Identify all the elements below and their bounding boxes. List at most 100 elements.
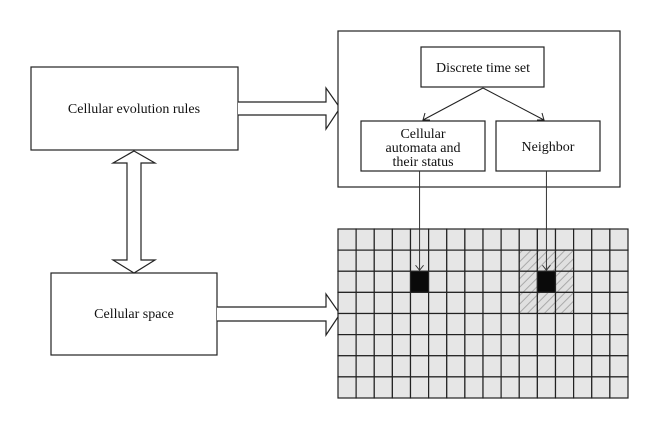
grid-cell bbox=[391, 228, 412, 251]
grid-cell bbox=[373, 270, 393, 293]
cellular-grid bbox=[337, 228, 629, 399]
grid-cell bbox=[609, 355, 629, 378]
grid-cell bbox=[573, 355, 593, 378]
grid-cell bbox=[536, 334, 557, 357]
grid-cell bbox=[446, 249, 466, 272]
automata-box: Cellular automata and their status bbox=[360, 120, 486, 172]
grid-cell bbox=[554, 312, 575, 336]
grid-cell bbox=[591, 355, 611, 378]
grid-cell bbox=[500, 334, 520, 357]
grid-cell bbox=[446, 291, 466, 315]
grid-cell bbox=[355, 270, 375, 293]
grid-cell bbox=[446, 334, 466, 357]
grid-cell bbox=[500, 312, 520, 336]
grid-cell bbox=[464, 312, 484, 336]
grid-cell bbox=[391, 355, 412, 378]
grid-cell bbox=[609, 312, 629, 336]
grid-cell bbox=[355, 228, 375, 251]
grid-cell bbox=[591, 291, 611, 315]
grid-cell bbox=[573, 334, 593, 357]
grid-cell bbox=[337, 355, 357, 378]
grid-cell bbox=[573, 228, 593, 251]
grid-cell bbox=[554, 355, 575, 378]
grid-cell bbox=[409, 312, 430, 336]
grid-cell bbox=[428, 270, 448, 293]
time-label: Discrete time set bbox=[436, 61, 530, 76]
rules-to-time-arrow bbox=[238, 86, 341, 131]
grid-cell bbox=[373, 249, 393, 272]
grid-cell bbox=[355, 355, 375, 378]
grid-cell bbox=[337, 376, 357, 399]
grid-cell bbox=[554, 376, 575, 399]
grid-cell bbox=[536, 355, 557, 378]
grid-cell bbox=[337, 270, 357, 293]
rules-label: Cellular evolution rules bbox=[68, 102, 200, 117]
grid-cell bbox=[355, 249, 375, 272]
grid-cell bbox=[573, 312, 593, 336]
grid-cell bbox=[591, 228, 611, 251]
grid-cell bbox=[409, 291, 430, 315]
grid-cell bbox=[428, 291, 448, 315]
grid-cell bbox=[482, 376, 502, 399]
neighbor-cell bbox=[554, 270, 575, 293]
pointer-arrowhead bbox=[415, 264, 424, 272]
grid-cell bbox=[446, 270, 466, 293]
grid-cell bbox=[573, 270, 593, 293]
grid-cell bbox=[518, 376, 538, 399]
grid-cell bbox=[464, 355, 484, 378]
grid-cell bbox=[482, 312, 502, 336]
grid-cell bbox=[337, 334, 357, 357]
grid-cell bbox=[609, 376, 629, 399]
grid-cell bbox=[609, 249, 629, 272]
grid-cell bbox=[518, 312, 538, 336]
neighbor-cell bbox=[518, 270, 538, 293]
grid-cell bbox=[609, 270, 629, 293]
grid-cell bbox=[355, 376, 375, 399]
grid-cell bbox=[573, 249, 593, 272]
grid-cell bbox=[591, 334, 611, 357]
grid-cell bbox=[482, 355, 502, 378]
bidirectional-arrow bbox=[110, 150, 158, 274]
neighbor-cell bbox=[518, 249, 538, 272]
grid-cell bbox=[409, 355, 430, 378]
grid-cell bbox=[373, 355, 393, 378]
grid-cell bbox=[554, 228, 575, 251]
grid-cell bbox=[464, 228, 484, 251]
grid-cell bbox=[609, 228, 629, 251]
space-label: Cellular space bbox=[94, 307, 174, 322]
grid-cell bbox=[500, 291, 520, 315]
time-box: Discrete time set bbox=[420, 46, 545, 88]
grid-cell bbox=[428, 334, 448, 357]
grid-cell bbox=[500, 376, 520, 399]
grid-cell bbox=[500, 249, 520, 272]
neighbor-cell bbox=[554, 291, 575, 315]
grid-cell bbox=[500, 355, 520, 378]
neighbor-label: Neighbor bbox=[522, 140, 575, 155]
grid-cell bbox=[373, 334, 393, 357]
grid-cell bbox=[337, 249, 357, 272]
grid-cell bbox=[573, 291, 593, 315]
grid-cell bbox=[391, 291, 412, 315]
grid-cell bbox=[337, 291, 357, 315]
grid-cell bbox=[464, 270, 484, 293]
grid-cell bbox=[428, 376, 448, 399]
neighbor-cell bbox=[518, 291, 538, 315]
automata-label-3: their status bbox=[392, 155, 453, 170]
grid-cell bbox=[482, 270, 502, 293]
grid-cell bbox=[464, 249, 484, 272]
grid-cell bbox=[482, 228, 502, 251]
grid-cell bbox=[391, 270, 412, 293]
grid-cell bbox=[428, 249, 448, 272]
grid-cell bbox=[500, 228, 520, 251]
grid-cell bbox=[464, 291, 484, 315]
grid-cell bbox=[518, 334, 538, 357]
grid-cell bbox=[373, 312, 393, 336]
grid-cell bbox=[536, 376, 557, 399]
grid-cell bbox=[391, 312, 412, 336]
active-cell bbox=[409, 270, 430, 293]
grid-cell bbox=[482, 291, 502, 315]
neighbor-cell bbox=[554, 249, 575, 272]
space-to-grid-arrow bbox=[217, 292, 341, 337]
neighbor-cell bbox=[536, 291, 557, 315]
